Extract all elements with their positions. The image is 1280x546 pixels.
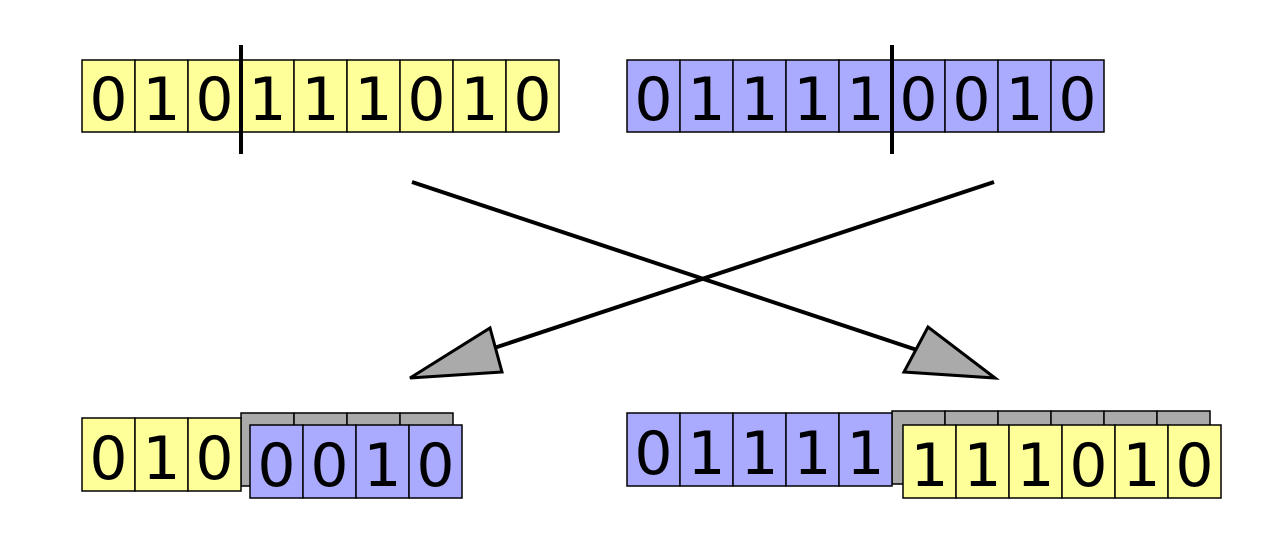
- bit-cell: [505, 59, 560, 133]
- bit-value: 1: [846, 65, 884, 135]
- bit-value: 0: [89, 424, 127, 494]
- bit-cell: [626, 59, 681, 133]
- bit-cell: [293, 59, 348, 133]
- bit-value: 1: [687, 419, 725, 489]
- bit-value: 1: [793, 65, 831, 135]
- bit-cell: [679, 412, 734, 487]
- bit-cell: [1167, 424, 1222, 499]
- bit-cell: [346, 59, 401, 133]
- bit-value: 1: [1005, 65, 1043, 135]
- bit-cell: [1050, 59, 1105, 133]
- bit-value: 0: [195, 65, 233, 135]
- bit-cell: [81, 59, 136, 133]
- bit-cell: [134, 59, 189, 133]
- bit-cell: [134, 417, 189, 492]
- bit-cell: [1114, 424, 1169, 499]
- bit-cell: [785, 59, 840, 133]
- bit-cell: [997, 59, 1052, 133]
- bit-value: 0: [1069, 431, 1107, 501]
- bit-value: 0: [195, 424, 233, 494]
- bit-cell: [1008, 424, 1063, 499]
- bit-value: 0: [634, 65, 672, 135]
- bit-value: 0: [952, 65, 990, 135]
- bit-value: 0: [634, 419, 672, 489]
- arrowhead-left: [409, 325, 504, 380]
- bit-value: 0: [1058, 65, 1096, 135]
- bit-value: 1: [142, 424, 180, 494]
- bit-value: 1: [910, 431, 948, 501]
- bit-value: 1: [846, 419, 884, 489]
- arrow-line-a-to-b: [411, 180, 936, 358]
- bit-value: 0: [310, 431, 348, 501]
- bit-cell: [732, 412, 787, 487]
- bit-value: 1: [793, 419, 831, 489]
- bit-value: 1: [1122, 431, 1160, 501]
- bit-value: 0: [407, 65, 445, 135]
- bit-cell: [399, 59, 454, 133]
- bit-cell: [679, 59, 734, 133]
- bit-cell: [187, 59, 242, 133]
- bit-value: 0: [899, 65, 937, 135]
- bit-value: 0: [257, 431, 295, 501]
- bit-value: 0: [416, 431, 454, 501]
- bit-value: 1: [460, 65, 498, 135]
- bit-cell: [944, 59, 999, 133]
- arrow-line-b-to-a: [469, 180, 995, 358]
- bit-value: 1: [963, 431, 1001, 501]
- bit-cell: [785, 412, 840, 487]
- bit-value: 0: [513, 65, 551, 135]
- bit-cell: [187, 417, 242, 492]
- bit-cell: [408, 424, 463, 499]
- bit-value: 1: [363, 431, 401, 501]
- bit-value: 1: [740, 419, 778, 489]
- bit-cell: [838, 412, 893, 487]
- bit-value: 1: [142, 65, 180, 135]
- bit-cell: [452, 59, 507, 133]
- bit-value: 1: [354, 65, 392, 135]
- bit-cell: [902, 424, 957, 499]
- bit-value: 0: [89, 65, 127, 135]
- bit-cell: [249, 424, 304, 499]
- bit-value: 1: [740, 65, 778, 135]
- bit-value: 1: [248, 65, 286, 135]
- crossover-arrows: [409, 180, 1000, 380]
- bit-value: 1: [301, 65, 339, 135]
- bit-value: 1: [1016, 431, 1054, 501]
- bit-value: 0: [1175, 431, 1213, 501]
- arrowhead-right: [901, 324, 1000, 380]
- bit-cell: [1061, 424, 1116, 499]
- bit-cell: [81, 417, 136, 492]
- bit-value: 1: [687, 65, 725, 135]
- bit-cell: [838, 59, 893, 133]
